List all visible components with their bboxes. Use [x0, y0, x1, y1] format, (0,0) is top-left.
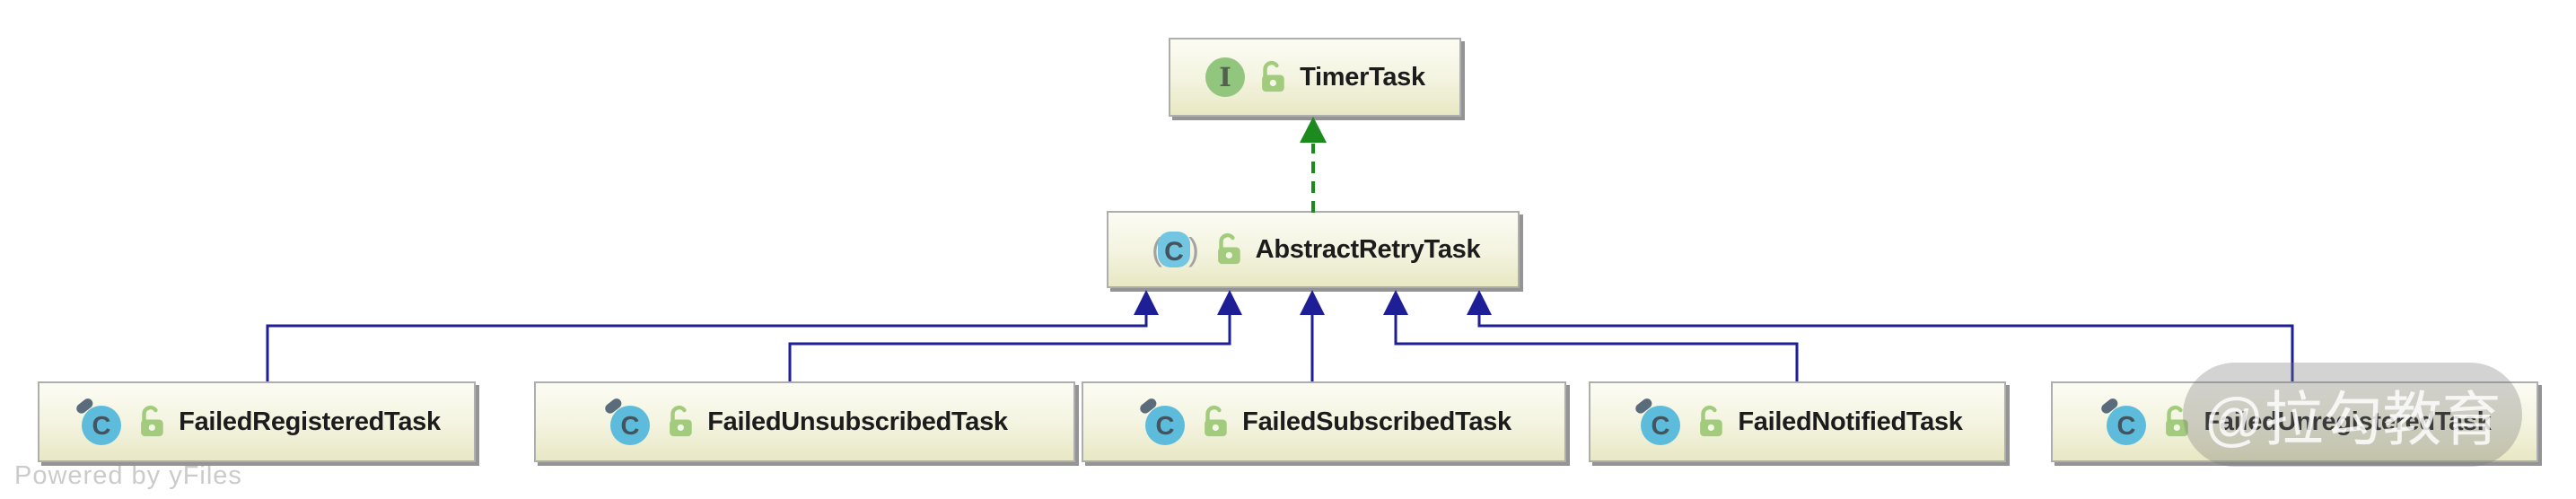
node-timertask[interactable]: I TimerTask	[1169, 38, 1461, 117]
svg-text:C: C	[2117, 412, 2136, 441]
abstract-class-icon: ( ) C	[1146, 228, 1202, 271]
extends-edge-failedunsubscribedtask	[788, 290, 1242, 381]
svg-text:): )	[1188, 231, 1199, 267]
extends-arrowhead-icon	[1134, 290, 1159, 315]
node-abstractretrytask[interactable]: ( ) C AbstractRetryTask	[1107, 211, 1520, 288]
extends-edge-line	[788, 315, 1231, 381]
implements-edge-abstractretrytask-to-timertask	[1300, 117, 1327, 213]
node-label: TimerTask	[1300, 62, 1425, 92]
interface-icon: I	[1205, 57, 1246, 98]
svg-text:C: C	[1164, 237, 1184, 267]
public-lock-icon	[665, 405, 696, 439]
extends-arrowhead-icon	[1217, 290, 1242, 315]
extends-edge-failedunregisteredtask	[1467, 290, 2294, 381]
svg-text:C: C	[92, 412, 111, 441]
public-lock-icon	[136, 405, 167, 439]
class-icon: C	[1136, 396, 1188, 448]
public-lock-icon	[1200, 405, 1231, 439]
svg-text:I: I	[1219, 62, 1231, 92]
extends-edge-failednotifiedtask	[1383, 290, 1799, 381]
node-label: FailedUnsubscribedTask	[707, 407, 1008, 436]
public-lock-icon	[2161, 405, 2192, 439]
node-label: FailedSubscribedTask	[1242, 407, 1511, 436]
watermark-badge: @拉勾教育	[2183, 363, 2522, 467]
public-lock-icon	[1257, 60, 1288, 94]
node-failednotifiedtask[interactable]: C FailedNotifiedTask	[1589, 381, 2006, 462]
node-failedregisteredtask[interactable]: C FailedRegisteredTask	[38, 381, 476, 462]
extends-edge-line	[266, 315, 1148, 381]
node-label: FailedUnregisteredTask	[2204, 407, 2492, 436]
node-failedunregisteredtask[interactable]: C FailedUnregisteredTask	[2051, 381, 2538, 462]
public-lock-icon	[1695, 405, 1726, 439]
public-lock-icon	[1214, 232, 1244, 267]
svg-text:C: C	[621, 412, 640, 441]
node-failedsubscribedtask[interactable]: C FailedSubscribedTask	[1082, 381, 1566, 462]
extends-arrowhead-icon	[1467, 290, 1492, 315]
watermark-text: @拉勾教育	[2204, 386, 2502, 452]
class-icon: C	[1632, 396, 1684, 448]
svg-text:C: C	[1652, 412, 1670, 441]
svg-text:C: C	[1156, 412, 1175, 441]
class-icon: C	[601, 396, 653, 448]
extends-arrowhead-icon	[1383, 290, 1408, 315]
node-label: AbstractRetryTask	[1255, 234, 1481, 264]
powered-by-yfiles-label: Powered by yFiles	[14, 461, 242, 490]
node-label: FailedNotifiedTask	[1738, 407, 1963, 436]
extends-arrowhead-icon	[1300, 290, 1325, 315]
implements-arrowhead-icon	[1300, 117, 1327, 143]
extends-edge-failedsubscribedtask	[1300, 290, 1325, 381]
extends-edge-line	[1477, 315, 2294, 381]
class-icon: C	[73, 396, 125, 448]
node-label: FailedRegisteredTask	[179, 407, 441, 436]
node-failedunsubscribedtask[interactable]: C FailedUnsubscribedTask	[534, 381, 1075, 462]
extends-edge-failedregisteredtask	[266, 290, 1159, 381]
extends-edge-line	[1394, 315, 1799, 381]
class-icon: C	[2098, 396, 2150, 448]
